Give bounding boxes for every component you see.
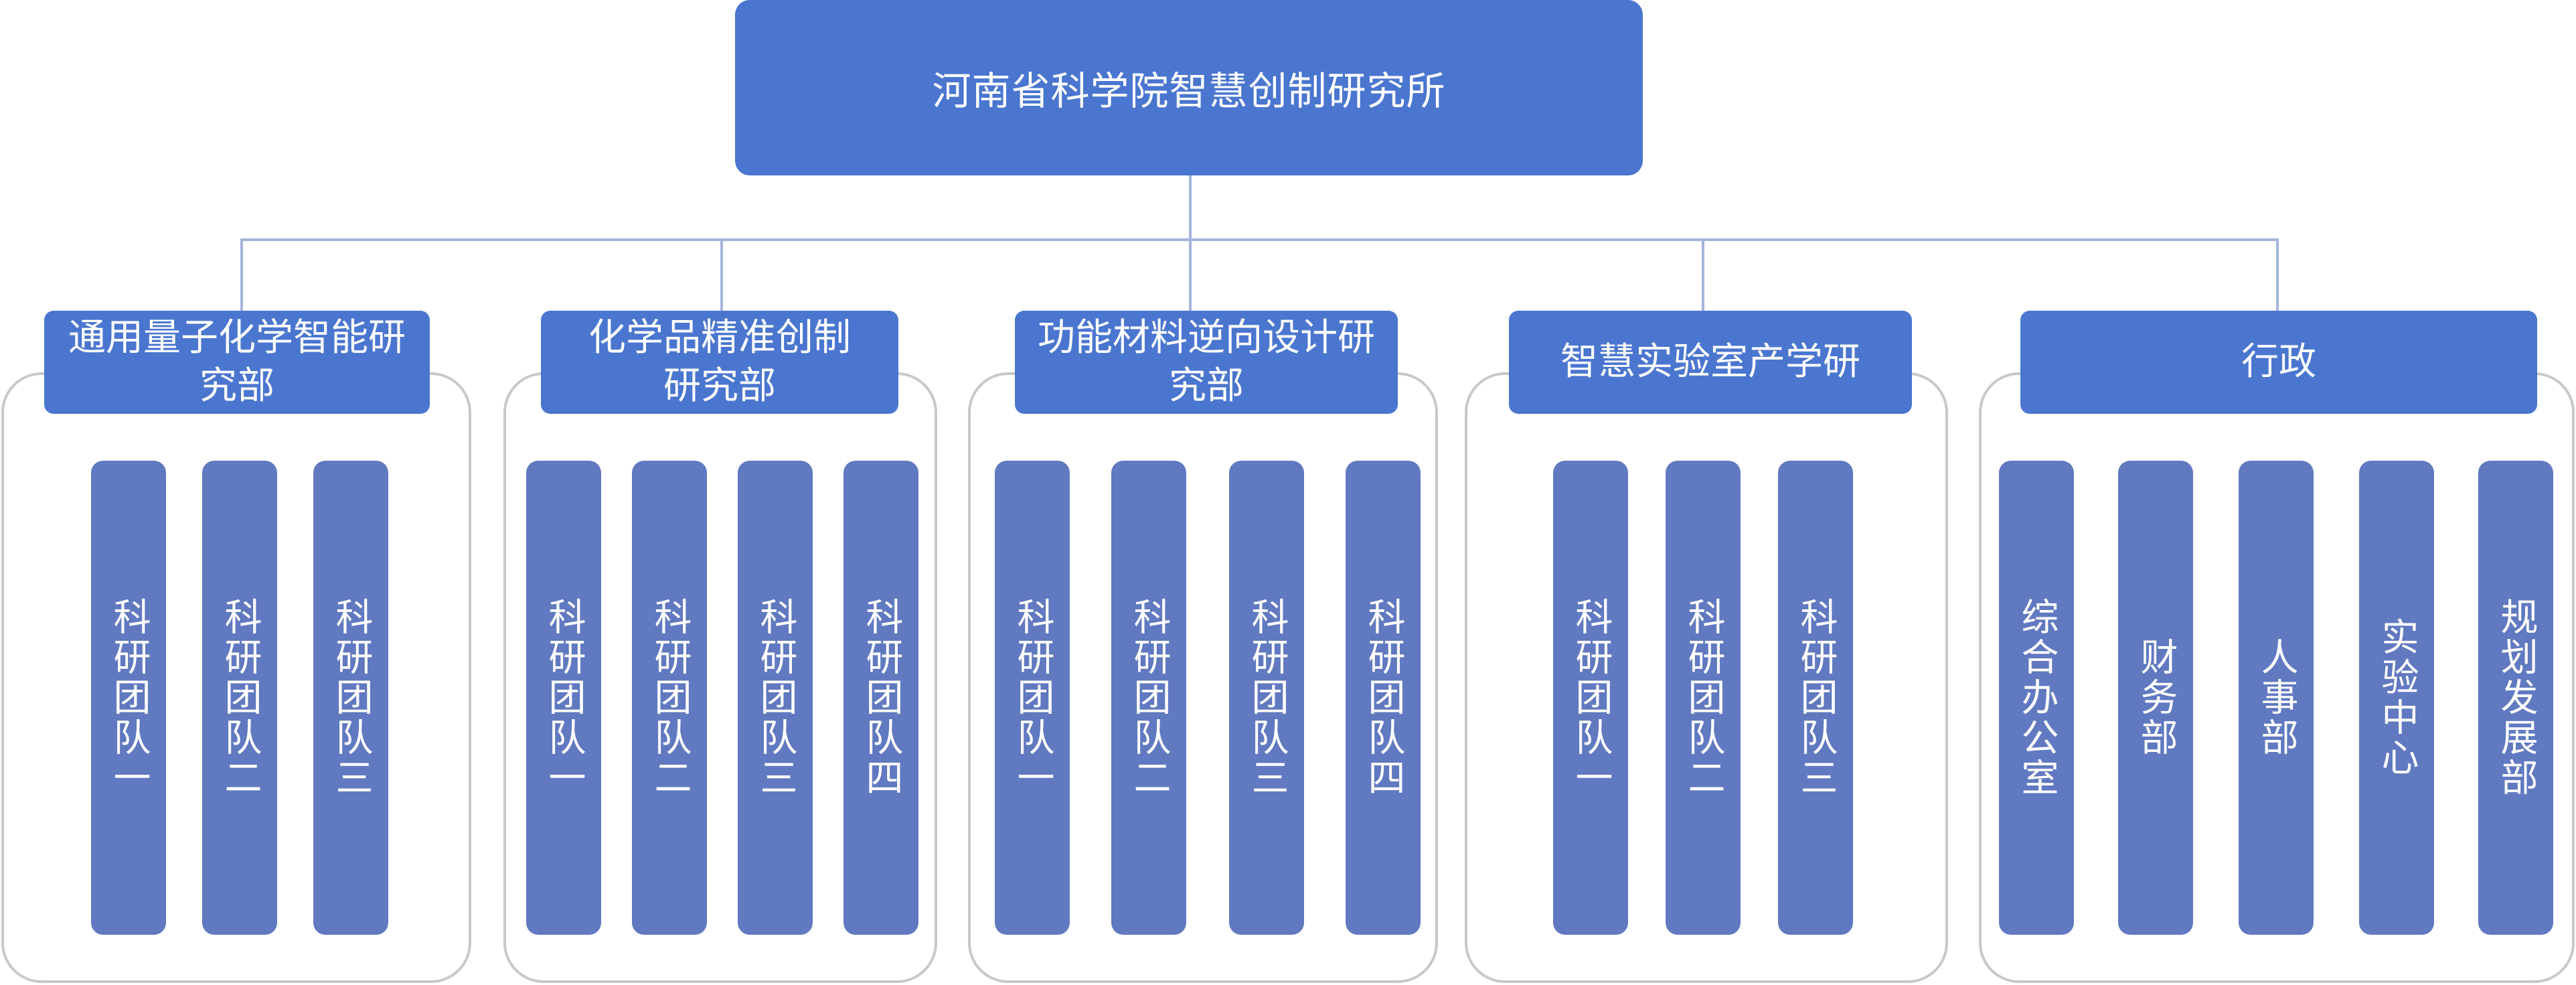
team-node: 科研团队二 — [1666, 461, 1741, 935]
team-label: 科研团队二 — [1682, 597, 1725, 798]
team-label: 科研团队三 — [754, 597, 797, 798]
team-node: 科研团队一 — [995, 461, 1070, 935]
dept-node-5: 行政 — [2020, 311, 2537, 414]
team-label: 科研团队三 — [1794, 597, 1838, 798]
team-node: 科研团队一 — [91, 461, 166, 935]
connector-drop-1 — [240, 238, 243, 311]
team-label: 科研团队二 — [218, 597, 262, 798]
team-label: 科研团队三 — [329, 597, 373, 798]
team-node: 科研团队四 — [1346, 461, 1421, 935]
team-label: 人事部 — [2255, 637, 2298, 758]
team-node: 人事部 — [2239, 461, 2314, 935]
team-node: 科研团队三 — [1229, 461, 1304, 935]
root-label: 河南省科学院智慧创制研究所 — [932, 68, 1446, 114]
connector-horizontal-bus — [240, 238, 2279, 241]
team-node: 科研团队三 — [313, 461, 388, 935]
team-label: 科研团队一 — [542, 597, 586, 798]
team-node: 科研团队一 — [1553, 461, 1628, 935]
team-label: 科研团队一 — [1011, 597, 1054, 798]
team-label: 科研团队二 — [1127, 597, 1171, 798]
team-node: 科研团队二 — [1111, 461, 1186, 935]
team-node: 科研团队三 — [1778, 461, 1853, 935]
team-label: 科研团队一 — [1569, 597, 1613, 798]
team-label: 实验中心 — [2375, 617, 2419, 778]
dept-label-4: 智慧实验室产学研 — [1560, 340, 1860, 384]
dept-node-4: 智慧实验室产学研 — [1509, 311, 1912, 414]
team-label: 综合办公室 — [2015, 597, 2059, 798]
team-node: 科研团队三 — [738, 461, 813, 935]
connector-root-stem — [1189, 175, 1192, 240]
connector-drop-4 — [1702, 238, 1704, 311]
team-label: 科研团队一 — [107, 597, 151, 798]
dept-node-1: 通用量子化学智能研究部 — [44, 311, 430, 414]
team-label: 科研团队二 — [648, 597, 692, 798]
team-node: 综合办公室 — [1999, 461, 2074, 935]
dept-node-3: 功能材料逆向设计研究部 — [1015, 311, 1398, 414]
dept-label-1: 通用量子化学智能研究部 — [68, 316, 406, 408]
dept-label-5: 行政 — [2241, 340, 2316, 384]
team-label: 财务部 — [2134, 637, 2178, 758]
team-node: 科研团队一 — [526, 461, 601, 935]
connector-drop-3 — [1189, 238, 1192, 311]
team-node: 科研团队二 — [202, 461, 277, 935]
dept-label-2: 化学品精准创制研究部 — [588, 316, 851, 408]
team-label: 科研团队四 — [1362, 597, 1405, 798]
team-node: 科研团队四 — [843, 461, 918, 935]
dept-node-2: 化学品精准创制研究部 — [541, 311, 898, 414]
team-label: 科研团队三 — [1245, 597, 1289, 798]
team-node: 规划发展部 — [2478, 461, 2553, 935]
connector-drop-2 — [720, 238, 723, 311]
team-node: 财务部 — [2118, 461, 2193, 935]
team-node: 科研团队二 — [632, 461, 707, 935]
connector-drop-5 — [2276, 238, 2279, 311]
team-label: 科研团队四 — [860, 597, 903, 798]
dept-label-3: 功能材料逆向设计研究部 — [1038, 316, 1375, 408]
team-node: 实验中心 — [2359, 461, 2434, 935]
root-node: 河南省科学院智慧创制研究所 — [735, 0, 1643, 175]
team-label: 规划发展部 — [2494, 597, 2538, 798]
